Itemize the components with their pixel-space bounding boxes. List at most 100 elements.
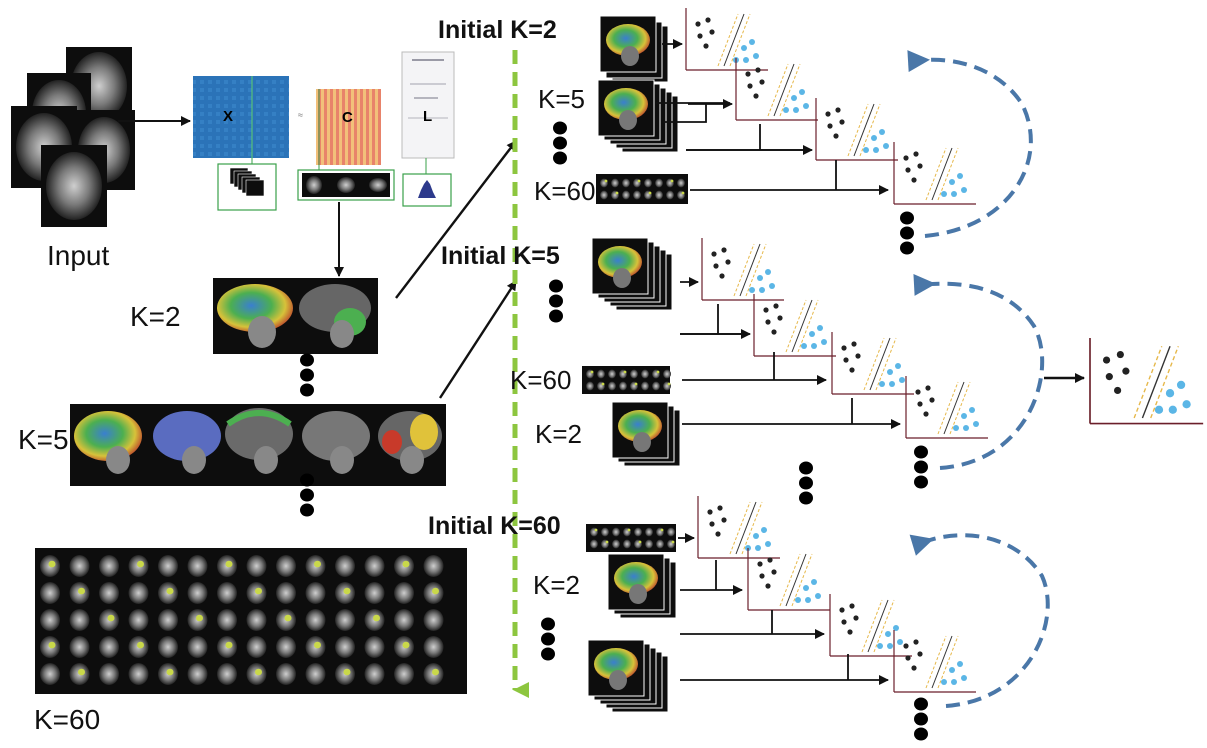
input-label: Input — [47, 240, 110, 271]
g2-ellipsis-right — [914, 445, 928, 489]
k2-ellipsis — [300, 353, 314, 397]
activation-blob — [166, 587, 174, 595]
brain-thumbnail — [305, 663, 326, 685]
g3-plot-4 — [893, 629, 977, 693]
activation-blob — [137, 560, 144, 568]
brain-thumbnail — [187, 636, 208, 658]
g3-k60-thumbs — [590, 527, 675, 549]
brain-thumbnail — [335, 636, 355, 658]
brain-thumbnail — [69, 555, 90, 577]
brain-thumbnail — [634, 527, 642, 537]
matrix-x — [193, 76, 289, 211]
brain-thumbnail — [630, 381, 638, 391]
brain-thumbnail — [394, 609, 414, 631]
brain-thumbnail — [217, 663, 237, 685]
brain-thumbnail — [187, 663, 208, 685]
g1-ellipsis-left — [553, 121, 567, 165]
final-plot — [1089, 337, 1204, 425]
matrix-x-label: X — [223, 108, 233, 125]
activation-blob — [627, 528, 631, 532]
brain-thumbnail — [663, 369, 671, 379]
activation-blob — [402, 641, 410, 649]
brain-thumbnail — [69, 609, 90, 631]
g2-ellipsis-mid — [799, 461, 813, 505]
brain-thumbnail — [590, 527, 598, 537]
brain-thumbnail — [364, 663, 385, 685]
group3-k60-strip — [586, 524, 676, 552]
brain-thumbnail — [612, 539, 620, 549]
matrix-l-label: L — [423, 108, 432, 125]
group2-title: Initial K=5 — [441, 242, 560, 270]
brain-thumbnail — [597, 381, 605, 391]
activation-blob — [255, 668, 262, 676]
g2-plot-3 — [831, 331, 915, 395]
brain-thumbnail — [158, 555, 178, 577]
brain-thumbnail — [128, 582, 149, 604]
brain-thumbnail — [667, 527, 675, 537]
g1-plot-1 — [685, 7, 769, 71]
brain-thumbnail — [652, 369, 660, 379]
brain-thumbnail — [645, 539, 653, 549]
g3-ellipsis-left — [541, 617, 555, 661]
activation-blob — [670, 179, 674, 183]
brain-thumbnail — [364, 582, 385, 604]
brain-thumbnail — [40, 582, 60, 604]
brain-thumbnail — [276, 555, 296, 577]
activation-blob — [648, 191, 652, 195]
brain-thumbnail — [623, 527, 631, 537]
brain-thumbnail — [217, 582, 237, 604]
group2-k2-stack — [611, 401, 681, 467]
brain-thumbnail — [619, 381, 627, 391]
activation-blob — [225, 560, 233, 568]
brain-thumbnail — [652, 381, 660, 391]
brain-thumbnail — [99, 636, 119, 658]
g2-plot-1 — [701, 237, 785, 301]
k60-thumbnail-grid — [40, 555, 444, 685]
activation-blob — [637, 179, 641, 183]
brain-thumbnail — [158, 636, 178, 658]
brain-thumbnail — [655, 178, 663, 188]
brain-thumbnail — [677, 178, 685, 188]
g1-k60-thumbs — [600, 178, 685, 200]
brain-thumbnail — [611, 178, 619, 188]
brain-thumbnail — [667, 539, 675, 549]
g2-plot-4 — [905, 375, 989, 439]
k5-to-group2-arrow — [438, 280, 518, 399]
brain-thumbnail — [666, 178, 674, 188]
activation-blob — [432, 587, 439, 595]
brain-thumbnail — [335, 609, 355, 631]
g2-ellipsis-left — [549, 279, 563, 323]
brain-thumbnail — [217, 609, 237, 631]
brain-thumbnail — [601, 539, 609, 549]
left-k5-label: K=5 — [18, 424, 69, 455]
brain-thumbnail — [305, 582, 326, 604]
activation-blob — [314, 641, 321, 649]
brain-thumbnail — [633, 178, 641, 188]
brain-thumbnail — [619, 369, 627, 379]
g3-plot-1 — [697, 495, 781, 559]
brain-thumbnail — [630, 369, 638, 379]
brain-thumbnail — [394, 582, 414, 604]
group1-k60-strip — [596, 174, 688, 204]
matrix-c — [297, 89, 395, 201]
brain-thumbnail — [276, 636, 296, 658]
brain-thumbnail — [612, 527, 620, 537]
g3-feedback-arrow — [909, 533, 1050, 708]
group1-row-k60-label: K=60 — [534, 176, 596, 206]
brain-thumbnail — [246, 636, 267, 658]
activation-blob — [604, 179, 608, 183]
g2-k60-thumbs — [586, 369, 671, 391]
group3-k5-stack — [588, 640, 668, 712]
activation-blob — [196, 614, 203, 622]
activation-blob — [343, 668, 351, 676]
g1-plot-3 — [815, 97, 899, 161]
brain-thumbnail — [590, 539, 598, 549]
activation-blob — [402, 560, 410, 568]
brain-thumbnail — [641, 381, 649, 391]
brain-thumbnail — [656, 527, 664, 537]
group2-row-k60-label: K=60 — [510, 365, 572, 395]
brain-thumbnail — [423, 609, 444, 631]
brain-thumbnail — [623, 539, 631, 549]
brain-thumbnail — [586, 381, 594, 391]
brain-thumbnail — [128, 663, 149, 685]
